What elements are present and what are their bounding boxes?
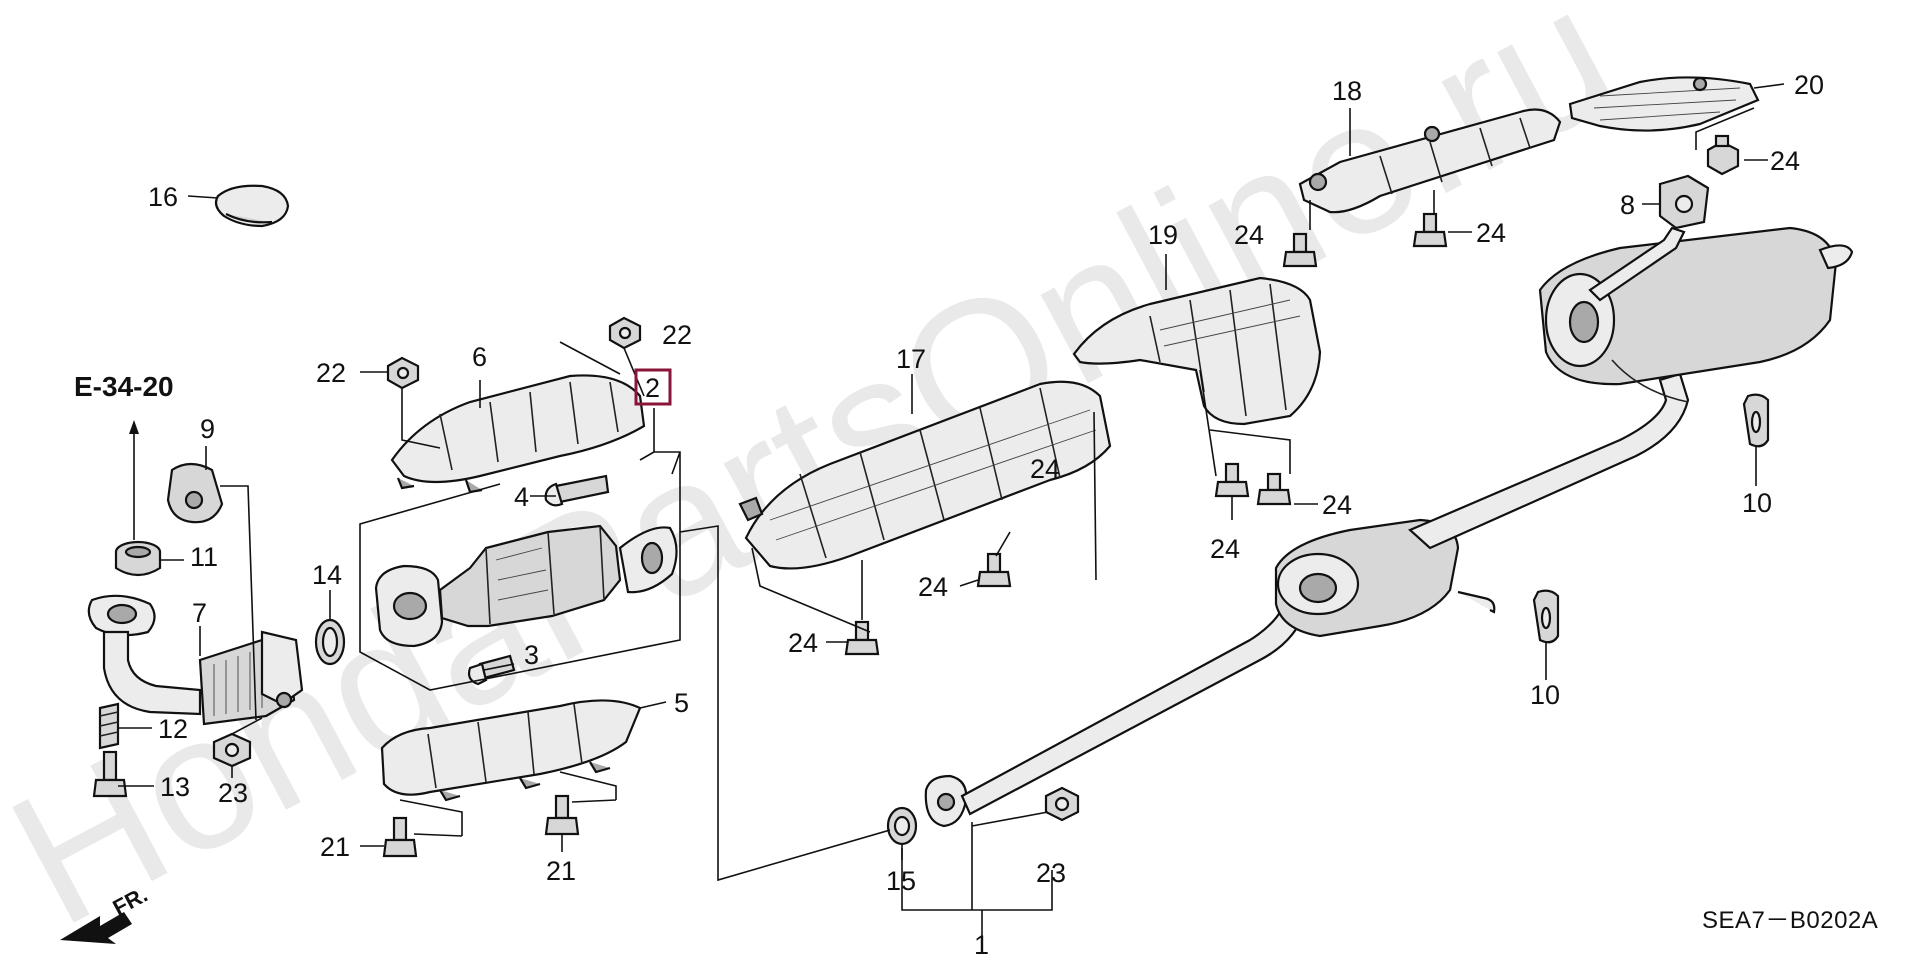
- callout-10a[interactable]: 10: [1742, 488, 1772, 518]
- part-22-nut-a: [386, 356, 420, 390]
- part-16-cap: [214, 184, 290, 228]
- part-11-seal: [114, 540, 162, 577]
- callout-24h[interactable]: 24: [1030, 454, 1060, 484]
- callout-10b[interactable]: 10: [1530, 680, 1560, 710]
- part-2-highlight-box: [634, 368, 672, 406]
- callout-18[interactable]: 18: [1332, 76, 1362, 106]
- part-18-shield: [1298, 108, 1562, 214]
- part-5-lower-shield: [380, 699, 642, 802]
- callout-21a[interactable]: 21: [320, 832, 350, 862]
- part-7-flex-pipe: [87, 594, 304, 726]
- part-22-nut-b: [608, 316, 642, 350]
- callout-17[interactable]: 17: [896, 344, 926, 374]
- callout-19[interactable]: 19: [1148, 220, 1178, 250]
- part-24-bolt-g: [844, 620, 880, 656]
- callout-22a[interactable]: 22: [316, 358, 346, 388]
- part-1-exhaust-pipe-assembly: [924, 226, 1854, 828]
- callout-5[interactable]: 5: [674, 688, 689, 718]
- reference-label-e-34-20[interactable]: E-34-20: [74, 371, 174, 402]
- callout-7[interactable]: 7: [192, 598, 207, 628]
- callout-11[interactable]: 11: [190, 542, 218, 572]
- callout-13[interactable]: 13: [160, 772, 190, 802]
- part-21-bolt-a: [382, 816, 418, 858]
- part-24-bolt-d: [1214, 462, 1250, 498]
- part-2-catalytic-converter: [374, 524, 678, 648]
- part-13-bolt: [92, 750, 128, 798]
- part-9-mount: [166, 462, 224, 524]
- part-12-spring: [98, 702, 120, 750]
- callout-20[interactable]: 20: [1794, 70, 1824, 100]
- callout-3[interactable]: 3: [524, 640, 539, 670]
- callout-24c[interactable]: 24: [1234, 220, 1264, 250]
- callout-16[interactable]: 16: [148, 182, 178, 212]
- callout-9[interactable]: 9: [200, 414, 215, 444]
- callout-24b[interactable]: 24: [1476, 218, 1506, 248]
- part-24-bolt-c: [1282, 232, 1318, 268]
- callout-24g[interactable]: 24: [788, 628, 818, 658]
- part-21-bolt-b: [544, 794, 580, 836]
- diagram-code: SEA7－B0202A: [1702, 907, 1878, 934]
- part-14-gasket: [314, 618, 346, 666]
- part-20-shield: [1568, 76, 1760, 132]
- part-23-nut-left: [212, 732, 252, 768]
- part-17-floor-shield: [738, 380, 1112, 570]
- part-19-shield: [1072, 276, 1322, 426]
- callout-15[interactable]: 15: [886, 866, 916, 896]
- callout-14[interactable]: 14: [312, 560, 342, 590]
- callout-6[interactable]: 6: [472, 342, 487, 372]
- callout-24f[interactable]: 24: [918, 572, 948, 602]
- callout-12[interactable]: 12: [158, 714, 188, 744]
- part-24-bolt-b: [1412, 212, 1448, 248]
- part-24-bolt-f: [976, 552, 1012, 588]
- part-4-bolt: [544, 474, 610, 507]
- callout-2[interactable]: 2: [645, 373, 660, 403]
- callout-22b[interactable]: 22: [662, 320, 692, 350]
- part-24-bolt-a: [1706, 134, 1740, 176]
- callout-23b[interactable]: 23: [1036, 858, 1066, 888]
- callout-24e[interactable]: 24: [1322, 490, 1352, 520]
- part-23-nut-right: [1044, 786, 1080, 822]
- callout-8[interactable]: 8: [1620, 190, 1635, 220]
- callout-4[interactable]: 4: [514, 482, 529, 512]
- leader-lines: [118, 83, 1785, 936]
- callout-24a[interactable]: 24: [1770, 146, 1800, 176]
- part-10-hanger-lower: [1532, 589, 1560, 644]
- part-10-hanger-upper: [1742, 393, 1770, 448]
- part-24-bolt-e: [1256, 472, 1292, 506]
- part-8-hanger: [1658, 174, 1710, 230]
- callout-24d[interactable]: 24: [1210, 534, 1240, 564]
- callout-21b[interactable]: 21: [546, 856, 576, 886]
- callout-1[interactable]: 1: [974, 930, 989, 959]
- callouts: 1 2 3 4 5 6 7 8 9 10 10 11 12 13 14 15 1…: [148, 70, 1824, 959]
- part-15-gasket: [886, 806, 918, 846]
- callout-23a[interactable]: 23: [218, 778, 248, 808]
